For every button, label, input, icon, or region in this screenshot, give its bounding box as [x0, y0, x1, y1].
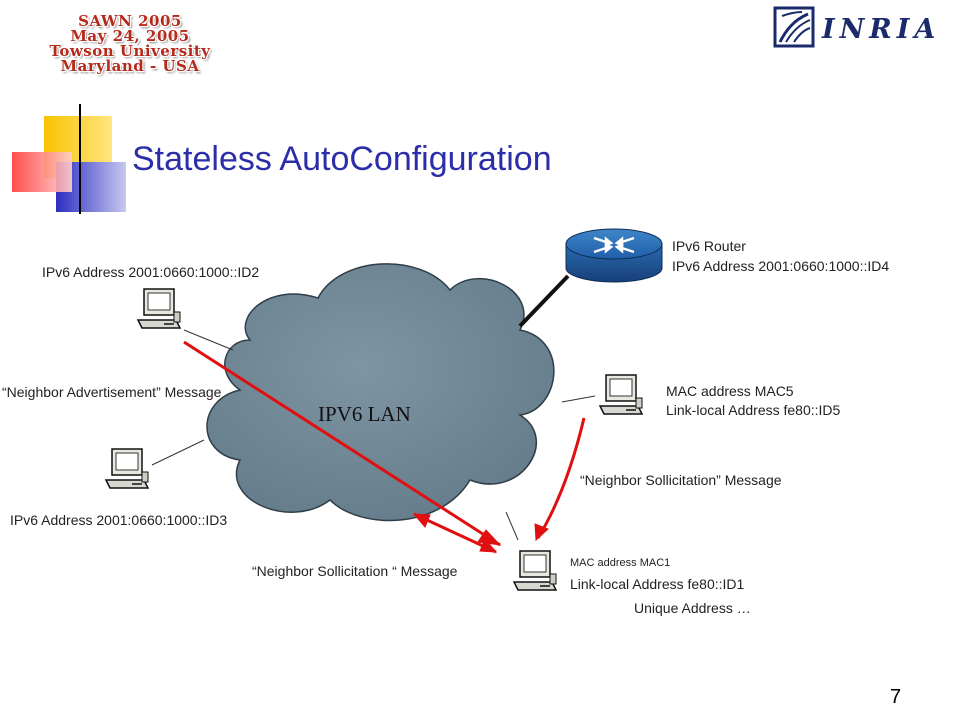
link-id2 [183, 329, 234, 351]
conference-badge: SAWN 2005 May 24, 2005 Towson University… [20, 14, 240, 74]
arrow-solicitation-mac1-head-a [412, 513, 431, 528]
arrow-solicitation-mac5-head [534, 523, 549, 542]
badge-line: May 24, 2005 [70, 27, 190, 45]
inria-logo-icon [773, 6, 815, 48]
computer-icon-mac5 [598, 374, 644, 415]
title-decoration [12, 104, 860, 214]
slide-title: Stateless AutoConfiguration [132, 140, 552, 178]
neighbor-solicitation-mac5-label: “Neighbor Sollicitation” Message [580, 472, 782, 488]
router-name-label: IPv6 Router [672, 238, 746, 254]
badge-line: Maryland - USA [60, 57, 200, 75]
link-mac1 [505, 511, 519, 541]
host-mac1-mac-label: MAC address MAC1 [570, 557, 671, 569]
host-mac1-unique-address-note: Unique Address … [634, 600, 751, 616]
arrow-solicitation-mac1-head-b [479, 538, 498, 553]
arrow-advertisement [183, 340, 501, 547]
inria-logo-text: INRIA [822, 14, 941, 45]
arrow-solicitation-mac5 [536, 417, 586, 539]
badge-line: Towson University [49, 42, 211, 60]
host-id3-address-label: IPv6 Address 2001:0660:1000::ID3 [10, 512, 228, 528]
page-number: 7 [890, 686, 902, 708]
link-router [518, 274, 570, 328]
host-mac5-mac-label: MAC address MAC5 [666, 383, 794, 399]
link-id3 [151, 439, 205, 466]
computer-icon-id3 [104, 448, 150, 489]
computer-icon-mac1 [512, 550, 558, 591]
neighbor-advertisement-label: “Neighbor Advertisement” Message [2, 384, 222, 400]
host-id2-address-label: IPv6 Address 2001:0660:1000::ID2 [42, 264, 260, 280]
host-mac1-link-local-label: Link-local Address fe80::ID1 [570, 576, 745, 592]
host-mac5-link-local-label: Link-local Address fe80::ID5 [666, 402, 841, 418]
inria-logo: INRIA [772, 6, 942, 50]
router-address-label: IPv6 Address 2001:0660:1000::ID4 [672, 258, 890, 274]
link-lines [151, 274, 596, 541]
lan-cloud [206, 263, 555, 522]
router-icon [565, 228, 663, 283]
lan-label: IPV6 LAN [318, 402, 411, 426]
badge-line: SAWN 2005 [78, 12, 182, 30]
message-arrows [183, 340, 586, 554]
link-mac5 [561, 395, 596, 403]
computer-icon-id2 [136, 288, 182, 329]
neighbor-solicitation-mac1-label: “Neighbor Sollicitation “ Message [252, 563, 458, 579]
